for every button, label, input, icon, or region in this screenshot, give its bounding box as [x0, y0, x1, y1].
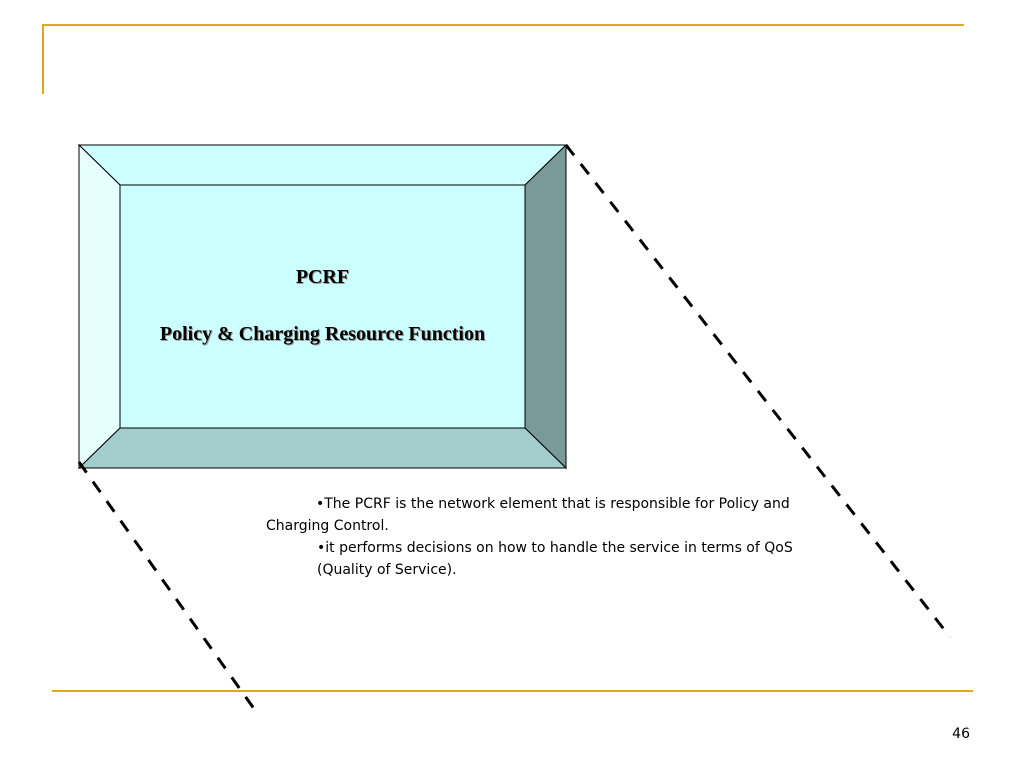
page-number: 46: [952, 726, 970, 742]
note-item: •The PCRF is the network element that is…: [266, 496, 790, 534]
description-notes: •The PCRF is the network element that is…: [266, 493, 806, 581]
box-bevel-top: [77, 144, 568, 186]
pcrf-box-title: PCRF: [295, 266, 350, 288]
box-bevel-bottom: [77, 427, 568, 469]
box-bevel-right: [524, 143, 567, 470]
zoom-dashed-line-right: [564, 144, 952, 638]
note-item: •it performs decisions on how to handle …: [317, 540, 793, 578]
pcrf-box-face: [119, 184, 526, 429]
slide-frame-bottom-line: [52, 690, 973, 692]
box-bevel-left: [78, 143, 121, 470]
slide-frame-left-line: [42, 24, 44, 94]
slide-frame-top-line: [42, 24, 964, 26]
pcrf-box-subtitle: Policy & Charging Resource Function: [159, 323, 486, 345]
zoom-dashed-line-left: [77, 461, 259, 714]
